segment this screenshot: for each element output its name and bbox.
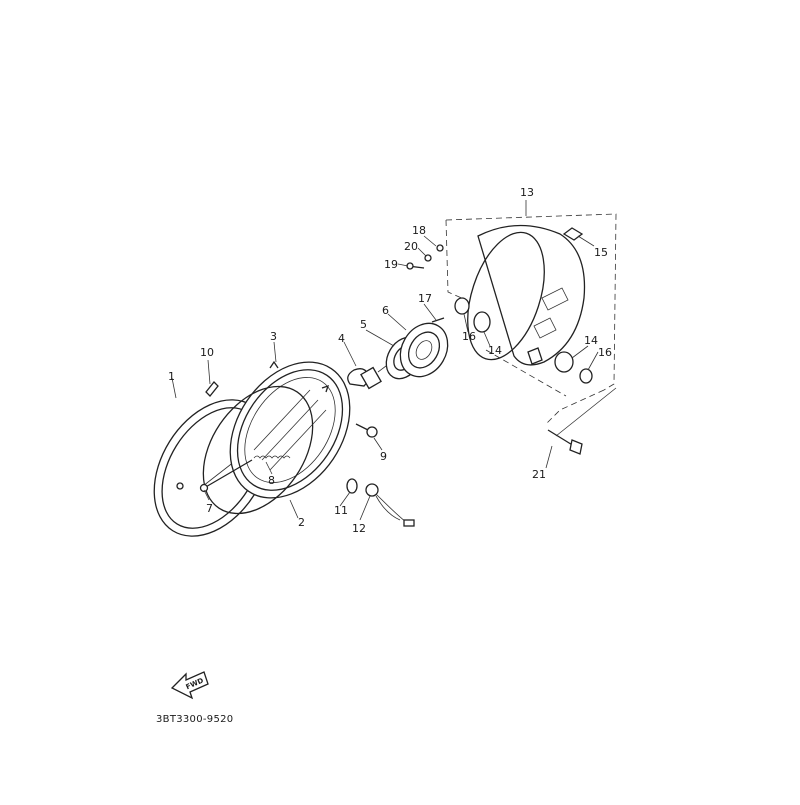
part-16-left <box>454 297 470 315</box>
callout-14-left: 14 <box>488 344 502 357</box>
part-16-right <box>579 368 593 384</box>
callout-21: 21 <box>532 468 546 481</box>
callout-4: 4 <box>338 332 345 345</box>
part-socket-cover <box>399 322 449 378</box>
callout-10: 10 <box>200 346 214 359</box>
callout-5: 5 <box>360 318 367 331</box>
part-17 <box>431 317 445 323</box>
callout-9: 9 <box>380 450 387 463</box>
part-pilot-socket <box>365 483 415 527</box>
callout-13: 13 <box>520 186 534 199</box>
callout-12: 12 <box>352 522 366 535</box>
part-15 <box>562 227 584 241</box>
callout-2: 2 <box>298 516 305 529</box>
part-clip <box>205 381 219 397</box>
part-14-right <box>554 351 574 373</box>
callout-19: 19 <box>384 258 398 271</box>
part-14-left <box>473 311 491 333</box>
callout-16-right: 16 <box>598 346 612 359</box>
part-bulb <box>347 365 387 390</box>
part-headlight-body <box>467 224 586 366</box>
part-adjust-screw <box>199 459 253 493</box>
part-20 <box>424 254 432 262</box>
fwd-arrow-icon: FWD <box>170 671 209 700</box>
callout-1: 1 <box>168 370 175 383</box>
diagram-code: 3BT3300-9520 <box>156 714 233 725</box>
callout-labels: 1 2 3 4 5 6 7 8 9 10 11 12 13 14 14 15 1… <box>168 186 612 535</box>
callout-17: 17 <box>418 292 432 305</box>
part-pilot-bulb <box>346 478 358 494</box>
callout-18: 18 <box>412 224 426 237</box>
callout-7: 7 <box>206 502 213 515</box>
leader-lines <box>171 200 599 521</box>
callout-8: 8 <box>268 474 275 487</box>
callout-20: 20 <box>404 240 418 253</box>
callout-15: 15 <box>594 246 608 259</box>
part-21-bolt <box>547 387 617 455</box>
part-18 <box>436 244 444 252</box>
callout-16-left: 16 <box>462 330 476 343</box>
callout-11: 11 <box>334 504 348 517</box>
part-screw-9 <box>355 423 378 438</box>
callout-3: 3 <box>270 330 277 343</box>
part-19 <box>406 262 425 270</box>
part-spring <box>253 455 291 459</box>
part-lens-unit <box>229 360 351 499</box>
part-lens-ring <box>202 385 314 515</box>
callout-14-right: 14 <box>584 334 598 347</box>
callout-6: 6 <box>382 304 389 317</box>
